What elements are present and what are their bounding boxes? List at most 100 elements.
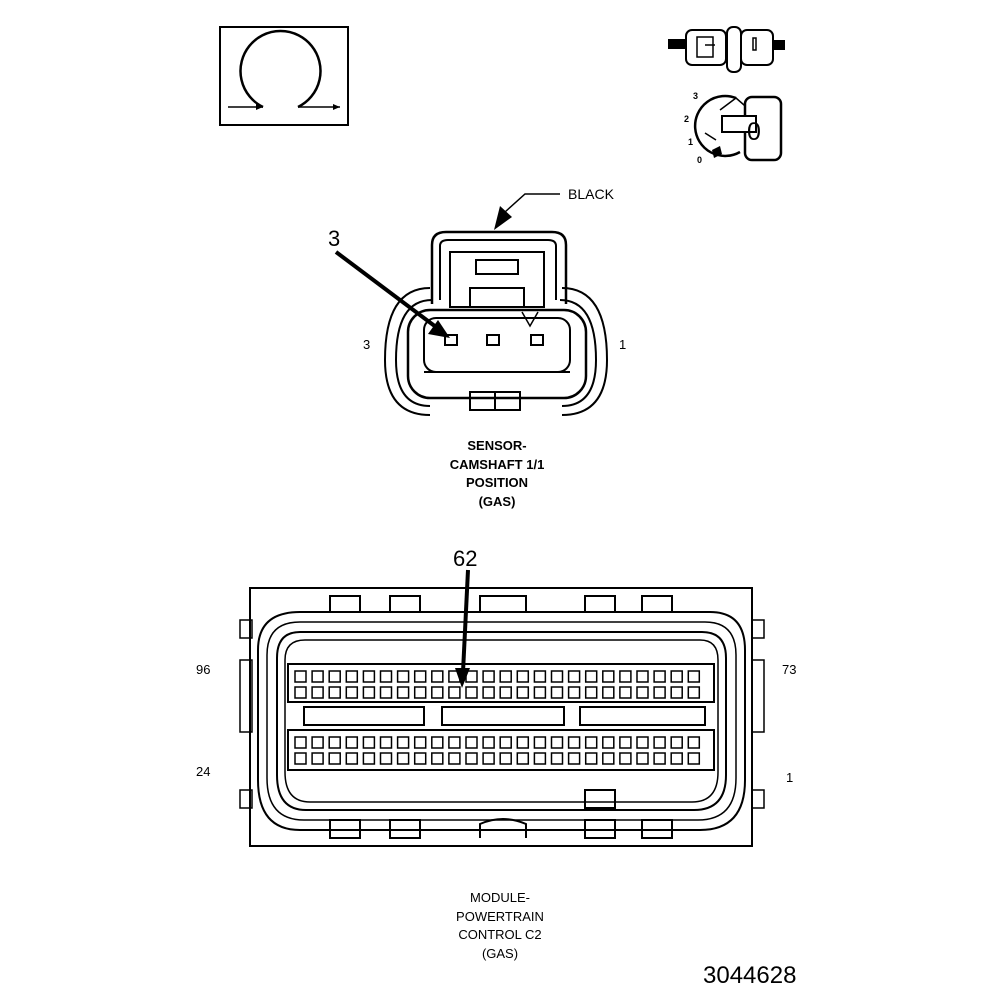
- pcm-cavity: [550, 670, 564, 683]
- pcm-cavity: [653, 670, 666, 683]
- pcm-cavity: [482, 736, 495, 749]
- pcm-cavity: [533, 686, 547, 699]
- key-position-0: 0: [697, 155, 703, 165]
- pcm-cavity: [670, 670, 683, 683]
- pcm-cavity: [448, 686, 461, 699]
- cavity-3-arrow: [334, 250, 450, 338]
- color-leader-arrow: [494, 193, 560, 230]
- pcm-cavity: [687, 686, 701, 699]
- cavity-62-arrow: [455, 569, 470, 688]
- sensor-title-line-3: POSITION: [465, 475, 529, 490]
- pcm-cavity: [550, 686, 564, 699]
- pcm-title-line-4: (GAS): [481, 945, 519, 961]
- pcm-cavity: [328, 752, 341, 765]
- pcm-cavity: [482, 752, 495, 765]
- pcm-cavity: [550, 736, 564, 749]
- pcm-cavity: [687, 670, 701, 683]
- key-position-1: 1: [688, 137, 694, 147]
- pcm-cavity: [602, 686, 615, 699]
- pcm-cavity: [584, 752, 598, 765]
- pcm-cavity: [602, 736, 615, 749]
- pcm-cavity: [345, 752, 359, 765]
- sensor-title: SENSOR- CAMSHAFT 1/1 POSITION (GAS): [412, 437, 582, 511]
- pcm-cavity: [465, 686, 478, 699]
- pcm-cavity: [311, 686, 324, 699]
- pcm-cavity: [499, 686, 512, 699]
- pcm-cavity: [619, 736, 632, 749]
- pcm-cavity: [294, 736, 307, 749]
- pcm-cavity: [516, 670, 530, 683]
- pcm-cavity: [379, 736, 393, 749]
- pcm-cavity: [619, 670, 632, 683]
- pcm-cavity: [345, 686, 359, 699]
- pcm-cavity-grid: [294, 670, 701, 765]
- pcm-cavity: [328, 686, 341, 699]
- pcm-cavity: [533, 736, 547, 749]
- sensor-title-line-2: CAMSHAFT 1/1: [449, 456, 545, 472]
- pcm-cavity: [636, 686, 649, 699]
- pcm-cavity: [379, 686, 393, 699]
- pcm-cavity: [567, 670, 581, 683]
- sensor-callout-cavity: 3: [328, 226, 341, 251]
- key-position-3: 3: [693, 91, 699, 101]
- pcm-pin-top-left: 96: [196, 662, 211, 677]
- pcm-cavity: [396, 752, 410, 765]
- pcm-cavity: [653, 736, 666, 749]
- pcm-cavity: [465, 752, 478, 765]
- pcm-cavity: [379, 752, 393, 765]
- pcm-cavity: [584, 670, 598, 683]
- pcm-cavity: [584, 736, 598, 749]
- inline-connector-icon: [668, 26, 785, 73]
- key-position-2: 2: [684, 114, 690, 124]
- pcm-cavity: [294, 752, 307, 765]
- pcm-cavity: [499, 752, 512, 765]
- pcm-cavity: [413, 686, 427, 699]
- pcm-cavity: [619, 686, 632, 699]
- pcm-cavity: [687, 736, 701, 749]
- sensor-title-line-4: (GAS): [478, 493, 516, 509]
- pcm-cavity: [482, 686, 495, 699]
- pcm-cavity: [465, 736, 478, 749]
- pcm-cavity: [670, 752, 683, 765]
- pcm-cavity: [311, 736, 324, 749]
- pcm-cavity: [602, 752, 615, 765]
- pcm-cavity: [396, 686, 410, 699]
- pcm-callout-cavity: 62: [453, 546, 478, 571]
- pcm-cavity: [567, 752, 581, 765]
- pcm-cavity: [431, 670, 444, 683]
- pcm-cavity: [396, 736, 410, 749]
- pcm-cavity: [311, 670, 324, 683]
- pcm-cavity: [362, 670, 376, 683]
- ignition-key-icon: [693, 94, 783, 162]
- pcm-cavity: [670, 686, 683, 699]
- pcm-cavity: [533, 670, 547, 683]
- pcm-title-line-1: MODULE-: [470, 890, 530, 905]
- pcm-cavity: [516, 686, 530, 699]
- figure-number: 3044628: [703, 962, 797, 989]
- pcm-title-line-3: CONTROL C2: [458, 927, 542, 942]
- pcm-cavity: [670, 736, 683, 749]
- sensor-color-label: BLACK: [568, 186, 614, 202]
- sensor-pin-right: 1: [619, 337, 627, 352]
- pcm-cavity: [294, 670, 307, 683]
- pcm-pin-top-right: 73: [782, 662, 797, 677]
- pcm-connector: [239, 587, 765, 847]
- pcm-cavity: [516, 752, 530, 765]
- pcm-cavity: [362, 736, 376, 749]
- pcm-cavity: [345, 736, 359, 749]
- sensor-connector: [383, 230, 609, 416]
- pcm-cavity: [636, 670, 649, 683]
- pcm-cavity: [499, 736, 512, 749]
- pcm-cavity: [636, 736, 649, 749]
- pcm-cavity: [413, 736, 427, 749]
- pcm-cavity: [431, 752, 444, 765]
- key-label: 0: [747, 118, 761, 146]
- pcm-cavity: [448, 736, 461, 749]
- pcm-cavity: [516, 736, 530, 749]
- pcm-cavity: [567, 736, 581, 749]
- pcm-cavity: [653, 686, 666, 699]
- pcm-pin-bottom-right: 1: [786, 770, 794, 785]
- sensor-pin-left: 3: [363, 337, 371, 352]
